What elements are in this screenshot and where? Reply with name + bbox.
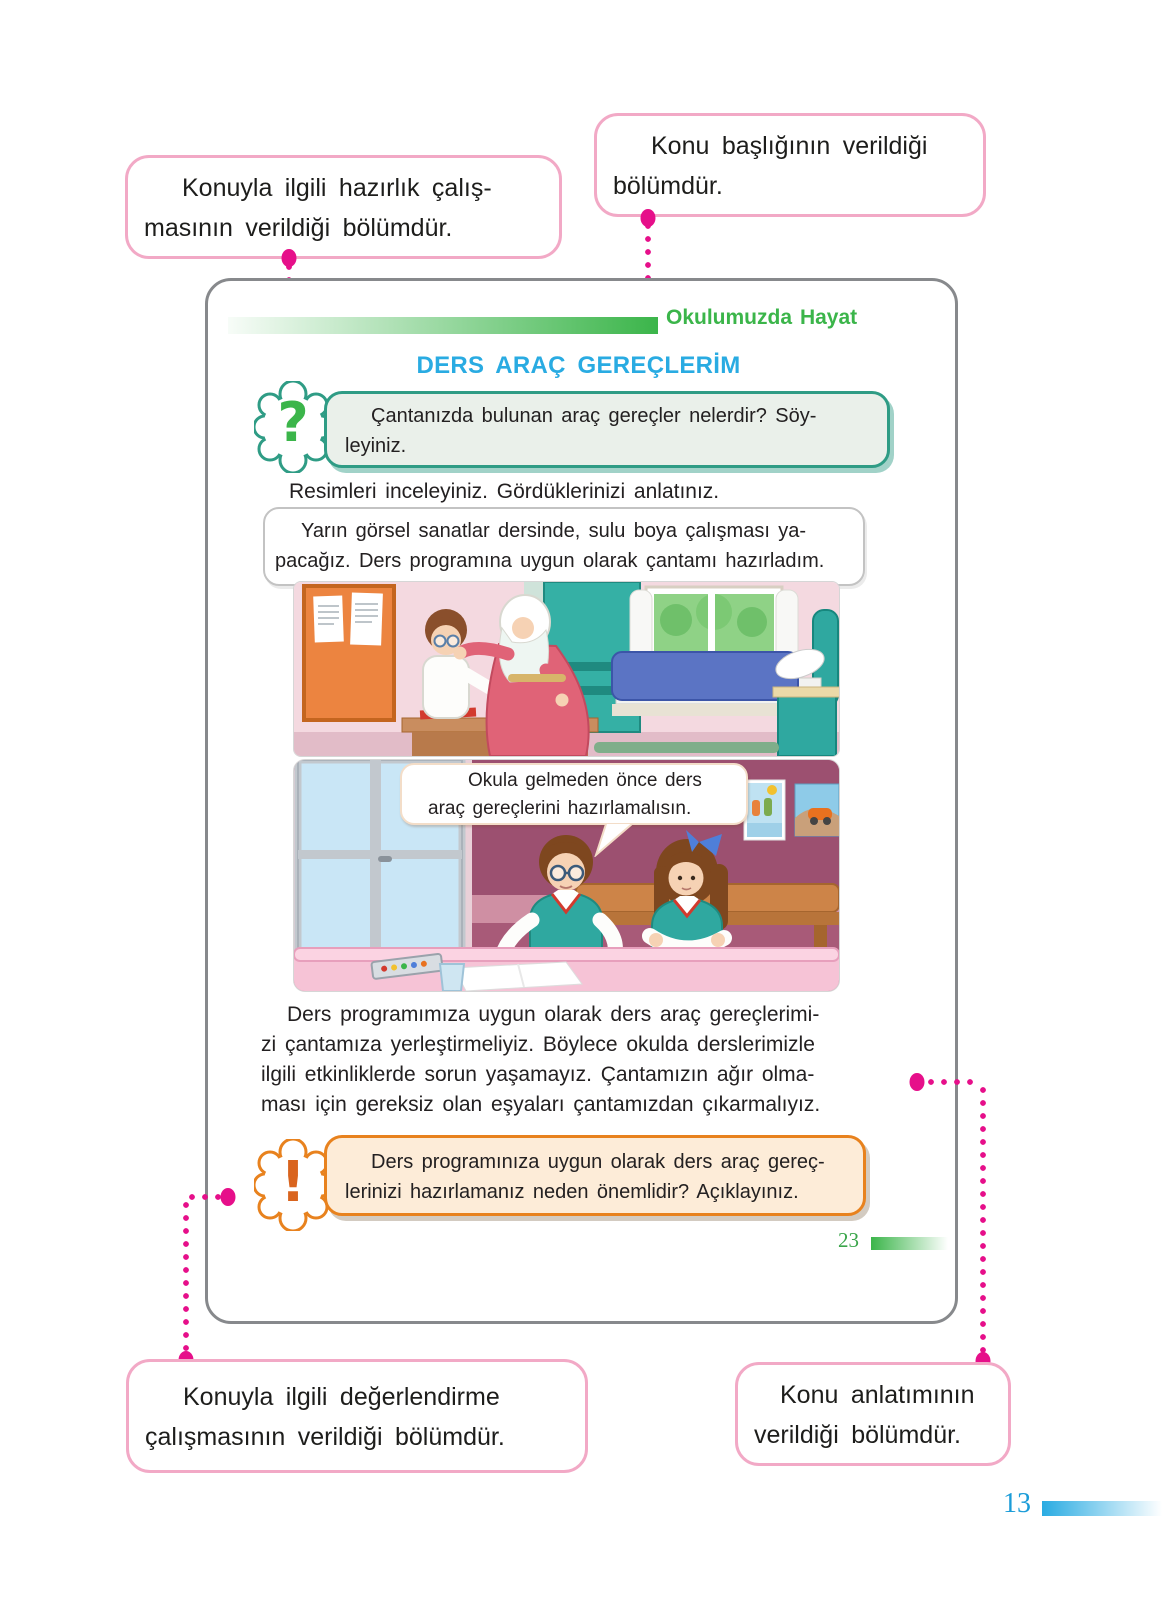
connector-dot — [640, 209, 656, 227]
dotted-connector-line — [188, 1193, 222, 1201]
paragraph-line: ilgili etkinliklerde sorun yaşamayız. Ça… — [261, 1063, 815, 1086]
illustration-bedroom-packing — [293, 581, 840, 757]
page-number-bar — [871, 1237, 948, 1250]
dotted-connector-line — [927, 1078, 979, 1086]
guide-page-number-bar — [1042, 1501, 1162, 1516]
callout-topic-title-section: Konu başlığının verildiği bölümdür. — [594, 113, 986, 217]
callout-topic-content-section: Konu anlatımının verildiği bölümdür. — [735, 1362, 1011, 1466]
callout-line: masının verildiği bölümdür. — [144, 214, 453, 242]
paragraph-line: Ders programımıza uygun olarak ders araç… — [287, 1003, 820, 1026]
callout-line: Konu anlatımının — [780, 1381, 975, 1409]
paragraph-line: ması için gereksiz olan eşyaları çantamı… — [261, 1093, 821, 1116]
illustration-classroom: Okula gelmeden önce ders araç gereçlerin… — [293, 759, 840, 992]
lesson-paragraph: Ders programımıza uygun olarak ders araç… — [261, 1000, 889, 1120]
svg-text:?: ? — [277, 391, 308, 454]
svg-text:!: ! — [280, 1150, 306, 1215]
question-line: Çantanızda bulunan araç gereçler nelerdi… — [371, 405, 817, 427]
speech-bubble-mother: Yarın görsel sanatlar dersinde, sulu boy… — [263, 507, 865, 615]
bubble-line: Okula gelmeden önce ders — [468, 770, 702, 791]
preparation-question-box: Çantanızda bulunan araç gereçler nelerdi… — [324, 391, 890, 468]
connector-dot — [220, 1188, 236, 1206]
callout-line: verildiği bölümdür. — [754, 1421, 961, 1449]
guide-page-number: 13 — [1003, 1488, 1031, 1519]
callout-line: Konuyla ilgili hazırlık çalış- — [182, 174, 492, 202]
paragraph-line: zi çantamıza yerleştirmeliyiz. Böylece o… — [261, 1033, 815, 1056]
bubble-line: pacağız. Ders programına uygun olarak ça… — [275, 550, 825, 572]
exclamation-cloud-icon: ! — [252, 1137, 334, 1233]
callout-line: Konu başlığının verildiği — [651, 132, 928, 160]
bubble-tail — [594, 823, 633, 857]
dotted-connector-line — [182, 1201, 190, 1353]
lesson-title: DERS ARAÇ GEREÇLERİM — [416, 352, 741, 379]
instruction-text: Resimleri inceleyiniz. Gördüklerinizi an… — [289, 480, 720, 503]
evaluation-question-box: Ders programınıza uygun olarak ders araç… — [324, 1135, 866, 1216]
callout-line: Konuyla ilgili değerlendirme — [183, 1383, 500, 1411]
dotted-connector-line — [979, 1086, 987, 1354]
bubble-line: araç gereçlerini hazırlamalısın. — [428, 798, 692, 819]
speech-bubble-teacher: Okula gelmeden önce ders araç gereçlerin… — [400, 763, 748, 857]
question-cloud-icon: ? — [252, 379, 334, 475]
callout-preparation-section: Konuyla ilgili hazırlık çalış- masının v… — [125, 155, 562, 259]
bubble-line: Yarın görsel sanatlar dersinde, sulu boy… — [301, 520, 807, 542]
unit-label: Okulumuzda Hayat — [666, 306, 858, 329]
book-page-number: 23 — [838, 1228, 859, 1252]
evaluation-line: lerinizi hazırlamanız neden önemlidir? A… — [345, 1181, 799, 1203]
evaluation-line: Ders programınıza uygun olarak ders araç… — [371, 1151, 825, 1173]
callout-line: bölümdür. — [613, 172, 723, 200]
callout-line: çalışmasının verildiği bölümdür. — [145, 1423, 505, 1451]
question-line: leyiniz. — [345, 435, 407, 457]
unit-header-bar — [228, 317, 658, 334]
connector-dot — [909, 1073, 925, 1091]
connector-dot — [281, 249, 297, 267]
callout-evaluation-section: Konuyla ilgili değerlendirme çalışmasını… — [126, 1359, 588, 1473]
